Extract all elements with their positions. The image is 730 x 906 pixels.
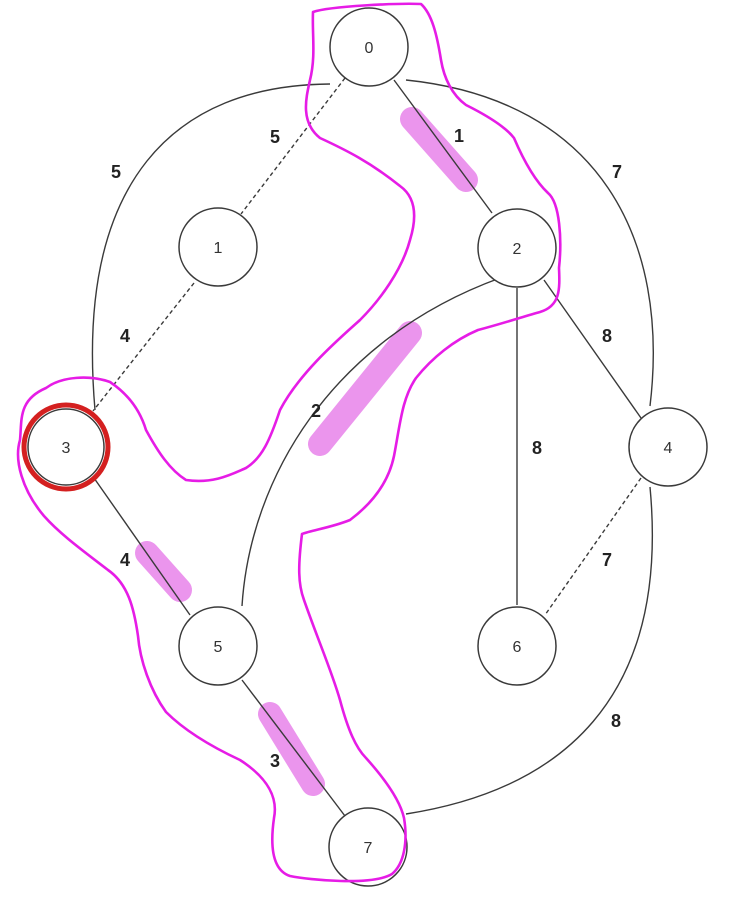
highlight-3-5 — [135, 541, 192, 602]
node-2-label: 2 — [513, 241, 522, 258]
node-6-label: 6 — [513, 639, 522, 656]
node-4-circle — [628, 407, 708, 487]
weight-label-0-1: 5 — [270, 127, 280, 147]
node-2[interactable]: 2 — [477, 208, 557, 288]
node-3-selected-ring — [21, 402, 111, 492]
node-4-label: 4 — [664, 440, 673, 457]
edge-2-5 — [241, 277, 501, 607]
edge-5-7 — [241, 679, 346, 817]
node-0-label: 0 — [365, 40, 374, 57]
weight-label-2-5: 2 — [311, 401, 321, 421]
node-4[interactable]: 4 — [628, 407, 708, 487]
node-6-circle — [477, 606, 557, 686]
edge-0-3 — [91, 83, 331, 411]
weights-layer: 5 1 5 7 4 2 8 8 4 7 8 3 — [111, 126, 622, 771]
edge-0-2 — [393, 79, 493, 214]
highlight-2-5 — [308, 321, 422, 456]
node-2-circle — [477, 208, 557, 288]
freehand-lasso-annotation — [16, 2, 562, 883]
node-7-label: 7 — [364, 840, 373, 857]
node-6[interactable]: 6 — [477, 606, 557, 686]
node-7-circle — [328, 807, 408, 887]
node-1[interactable]: 1 — [178, 207, 258, 287]
weight-label-2-4: 8 — [602, 326, 612, 346]
node-0-circle — [329, 7, 409, 87]
node-0[interactable]: 0 — [329, 7, 409, 87]
node-5-label: 5 — [214, 639, 223, 656]
node-1-label: 1 — [214, 240, 223, 257]
node-5-circle — [178, 606, 258, 686]
weight-label-4-6: 7 — [602, 550, 612, 570]
edges-layer — [91, 77, 654, 817]
node-3-circle — [27, 408, 105, 486]
nodes-layer: 0 1 2 3 4 5 6 7 — [21, 7, 708, 887]
weight-label-0-4: 7 — [612, 162, 622, 182]
weight-label-2-6: 8 — [532, 438, 542, 458]
node-3[interactable]: 3 — [21, 402, 111, 492]
node-7[interactable]: 7 — [328, 807, 408, 887]
weight-label-0-2: 1 — [454, 126, 464, 146]
edge-4-6 — [544, 477, 642, 616]
edge-3-5 — [93, 477, 191, 616]
weight-label-1-3: 4 — [120, 326, 130, 346]
node-3-label: 3 — [62, 440, 71, 457]
node-1-circle — [178, 207, 258, 287]
node-5[interactable]: 5 — [178, 606, 258, 686]
edge-4-7 — [405, 486, 654, 815]
weight-label-3-5: 4 — [120, 550, 130, 570]
highlight-0-2 — [400, 107, 478, 192]
edge-0-4 — [405, 79, 654, 407]
edge-1-3 — [92, 282, 195, 412]
weight-label-0-3: 5 — [111, 162, 121, 182]
weight-label-5-7: 3 — [270, 751, 280, 771]
edge-0-1 — [240, 77, 346, 215]
weight-label-4-7: 8 — [611, 711, 621, 731]
edge-2-4 — [543, 279, 642, 419]
